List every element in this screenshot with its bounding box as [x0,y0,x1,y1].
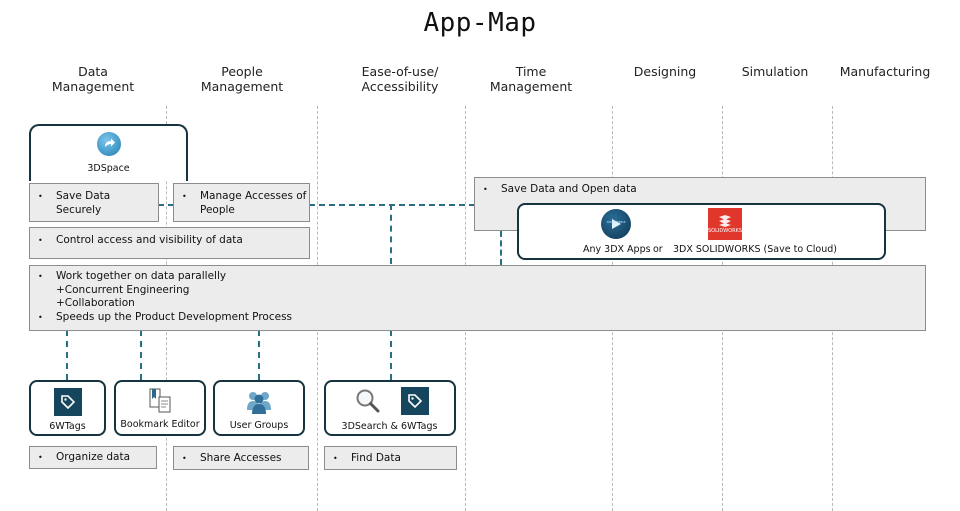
column-header-simulation: Simulation [741,64,809,79]
or-label: or [653,244,663,255]
connector-line [140,330,142,380]
bookmark-editor-icon [146,387,174,415]
user-group-icon [244,386,274,416]
connector-line [390,330,392,380]
solidworks-logo-icon: SOLIDWORKS [708,208,742,240]
solidworks-label: 3DX SOLIDWORKS (Save to Cloud) [673,244,838,255]
connector-line [500,231,502,265]
column-header-ease-of-use: Ease-of-use/Accessibility [361,64,439,94]
any-3dx-apps-label: Any 3DX Apps [583,244,651,255]
page-title: App-Map [423,8,537,38]
connector-line [66,330,68,380]
app-6wtags[interactable]: 6WTags [29,380,106,436]
note-share-accesses: Share Accesses [173,446,309,470]
note-control-access: Control access and visibility of data [29,227,310,259]
column-header-manufacturing: Manufacturing [839,64,931,79]
connector-line [258,330,260,380]
connector-line [390,204,392,264]
tag-icon [401,387,429,415]
tag-icon [53,388,82,416]
column-header-designing: Designing [633,64,697,79]
note-work-together: Work together on data parallelly +Concur… [29,265,926,331]
compass-icon: 3DEXPERIENCE [601,209,631,239]
search-icon [354,387,382,415]
3dspace-icon [96,132,121,156]
connector-line [309,204,475,206]
app-3dx-apps-or-solidworks[interactable]: 3DEXPERIENCE SOLIDWORKS Any 3DX Apps or … [517,203,886,260]
note-find-data: Find Data [324,446,457,470]
app-user-groups[interactable]: User Groups [213,380,305,436]
app-3dspace[interactable]: 3DSpace [29,124,188,181]
app-bookmark-editor[interactable]: Bookmark Editor [114,380,206,436]
app-3dsearch-6wtags[interactable]: 3DSearch & 6WTags [324,380,456,436]
note-organize-data: Organize data [29,446,157,469]
connector-line [158,204,174,206]
